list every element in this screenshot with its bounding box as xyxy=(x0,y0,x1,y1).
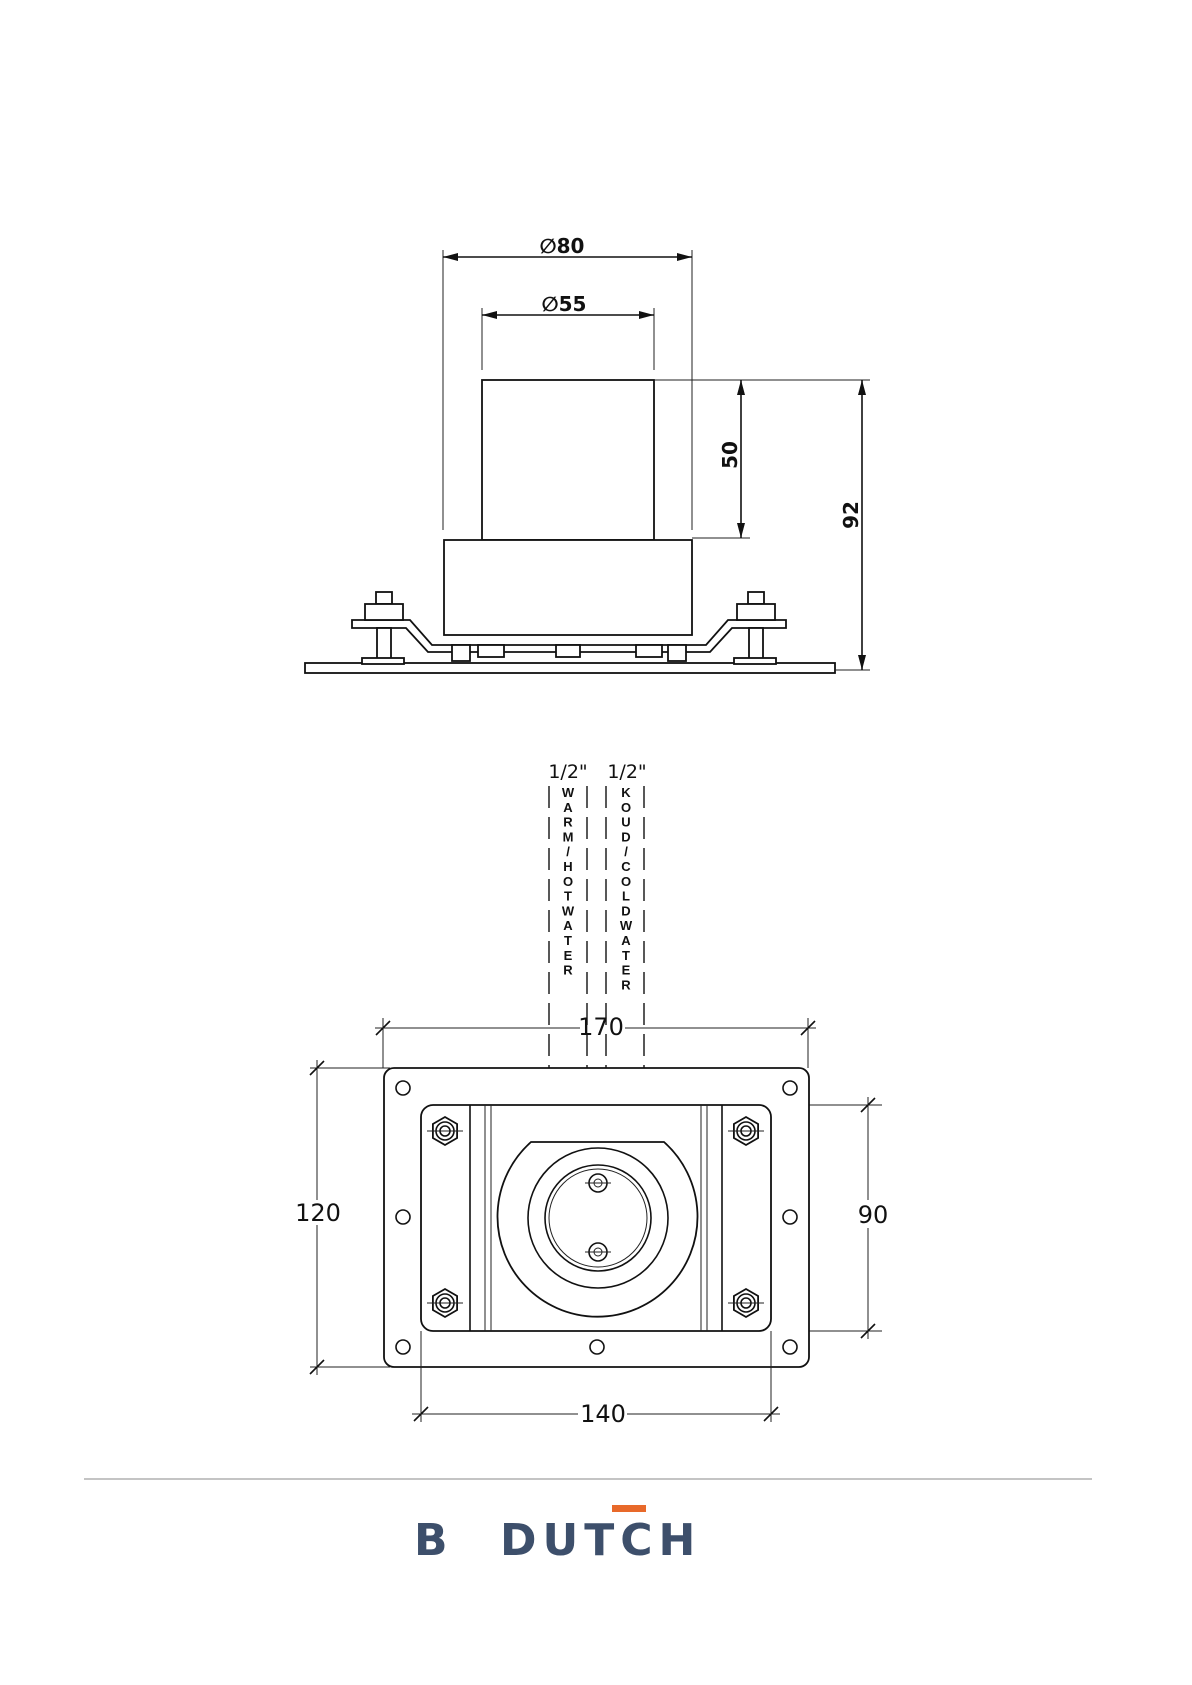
side-view: ∅80 ∅55 xyxy=(305,234,870,673)
cold-letter: T xyxy=(622,948,630,963)
hot-pipe-size: 1/2" xyxy=(548,761,587,783)
cold-letter: C xyxy=(621,859,631,874)
dim-inner-height-label: 90 xyxy=(858,1201,889,1229)
hot-letter: H xyxy=(563,859,572,874)
hot-letter: W xyxy=(562,903,575,918)
hot-letter: M xyxy=(563,829,574,844)
cold-letter: A xyxy=(621,933,631,948)
dim-inner-diameter-label: ∅55 xyxy=(542,292,587,316)
hot-letter: W xyxy=(562,785,575,800)
dim-height: 120 xyxy=(295,1060,390,1375)
cold-letter: E xyxy=(622,963,631,978)
brand-accent-bar xyxy=(612,1505,646,1512)
cold-pipe-size: 1/2" xyxy=(607,761,646,783)
lower-housing xyxy=(444,540,692,635)
upper-cylinder xyxy=(482,380,654,540)
dim-width-label: 170 xyxy=(578,1013,624,1041)
cold-letter: D xyxy=(621,903,630,918)
dim-outer-diameter: ∅80 xyxy=(443,234,692,261)
hot-letter: E xyxy=(564,948,573,963)
cold-letter: O xyxy=(621,874,631,889)
dim-cylinder-height-label: 50 xyxy=(718,441,742,469)
dim-inner-width-label: 140 xyxy=(580,1400,626,1428)
dim-total-height-label: 92 xyxy=(839,501,863,529)
dim-width: 170 xyxy=(375,1013,816,1068)
cold-letter: L xyxy=(622,889,630,904)
dim-inner-diameter: ∅55 xyxy=(482,292,654,319)
hot-letter: T xyxy=(564,933,572,948)
hot-letter: T xyxy=(564,889,572,904)
dim-outer-diameter-label: ∅80 xyxy=(540,234,585,258)
cold-letter: W xyxy=(620,918,633,933)
cold-letter: / xyxy=(624,844,628,859)
hot-letter: R xyxy=(563,963,573,978)
cold-letter: O xyxy=(621,800,631,815)
brand-logo: B DUTCH xyxy=(414,1505,701,1566)
dim-total-height: 92 xyxy=(835,380,870,670)
hot-letter: R xyxy=(563,815,573,830)
top-view: 170 120 90 xyxy=(295,1013,888,1428)
dim-height-label: 120 xyxy=(295,1199,341,1227)
brand-letter: B xyxy=(414,1515,454,1566)
dim-cylinder-height: 50 xyxy=(654,380,870,538)
hot-letter: / xyxy=(566,844,570,859)
cold-letter: U xyxy=(621,815,630,830)
hot-letter: A xyxy=(563,918,573,933)
brand-word: DUTCH xyxy=(500,1515,701,1566)
cold-letter: D xyxy=(621,829,630,844)
hot-letter: A xyxy=(563,800,573,815)
cold-letter: R xyxy=(621,977,631,992)
hot-letter: O xyxy=(563,874,573,889)
cold-letter: K xyxy=(621,785,631,800)
